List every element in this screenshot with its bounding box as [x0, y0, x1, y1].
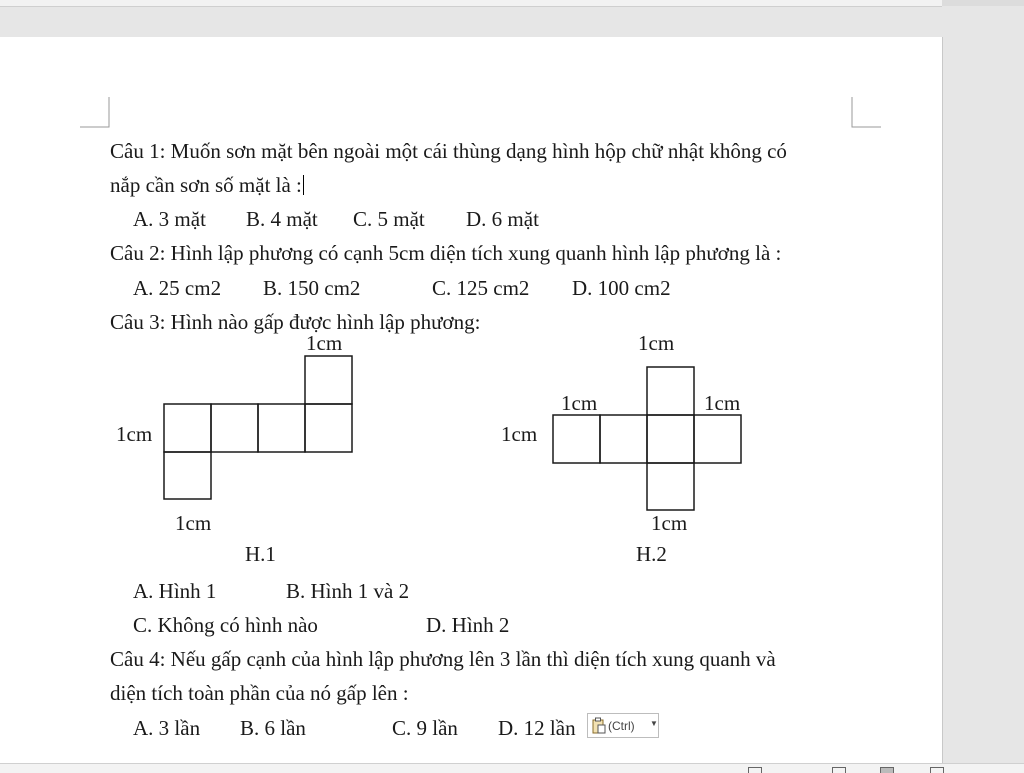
- h2-top-right-label: 1cm: [704, 391, 741, 415]
- h1-caption: H.1: [245, 542, 276, 566]
- h1-left-label: 1cm: [116, 422, 153, 446]
- question-1-line-2: nắp cần sơn số mặt là :: [110, 173, 304, 197]
- h2-top-label: 1cm: [638, 331, 675, 355]
- chevron-down-icon: ▼: [650, 719, 658, 728]
- text-cursor: [302, 175, 304, 195]
- h1-bottom-label: 1cm: [175, 511, 212, 535]
- q1-option-b: B. 4 mặt: [246, 207, 318, 231]
- cube-net-h1: [163, 355, 353, 500]
- clipboard-icon: [592, 717, 606, 734]
- horizontal-ruler[interactable]: [0, 0, 942, 7]
- h2-bottom-square: [646, 462, 695, 511]
- q3-option-a: A. Hình 1: [133, 579, 217, 603]
- h2-top-square: [646, 366, 695, 416]
- h2-square-1: [552, 414, 601, 464]
- q4-option-c: C. 9 lần: [392, 716, 458, 740]
- h2-left-label: 1cm: [501, 422, 538, 446]
- h2-top-left-label: 1cm: [561, 391, 598, 415]
- h1-top-square: [304, 355, 353, 405]
- read-mode-icon[interactable]: [832, 767, 846, 773]
- h1-bottom-square: [163, 451, 212, 500]
- h2-bottom-label: 1cm: [651, 511, 688, 535]
- h1-square-1: [163, 403, 212, 453]
- question-1-line-1: Câu 1: Muốn sơn mặt bên ngoài một cái th…: [110, 139, 787, 163]
- h2-square-4: [693, 414, 742, 464]
- question-4-line-1: Câu 4: Nếu gấp cạnh của hình lập phương …: [110, 647, 776, 671]
- q3-option-c: C. Không có hình nào: [133, 613, 318, 637]
- h2-caption: H.2: [636, 542, 667, 566]
- print-layout-icon[interactable]: [880, 767, 894, 773]
- h1-top-label: 1cm: [306, 331, 343, 355]
- q2-option-b: B. 150 cm2: [263, 276, 361, 300]
- paste-options-button[interactable]: (Ctrl) ▼: [587, 713, 659, 738]
- q1-option-a: A. 3 mặt: [133, 207, 206, 231]
- q4-option-b: B. 6 lần: [240, 716, 306, 740]
- q1-option-c: C. 5 mặt: [353, 207, 425, 231]
- q2-option-c: C. 125 cm2: [432, 276, 530, 300]
- status-bar: [0, 763, 1024, 773]
- margin-corner-top-left: [80, 97, 110, 128]
- h1-square-2: [210, 403, 259, 453]
- web-layout-icon[interactable]: [930, 767, 944, 773]
- document-page[interactable]: [0, 37, 943, 763]
- focus-mode-icon[interactable]: [748, 767, 762, 773]
- margin-corner-top-right: [851, 97, 881, 128]
- question-2-line-1: Câu 2: Hình lập phương có cạnh 5cm diện …: [110, 241, 782, 265]
- question-3-line-1: Câu 3: Hình nào gấp được hình lập phương…: [110, 310, 481, 334]
- q3-option-d: D. Hình 2: [426, 613, 510, 637]
- cube-net-h2: [552, 366, 742, 511]
- q2-option-a: A. 25 cm2: [133, 276, 222, 300]
- q1-option-d: D. 6 mặt: [466, 207, 539, 231]
- h1-square-4: [304, 403, 353, 453]
- paste-options-label: (Ctrl): [608, 719, 635, 733]
- q3-option-b: B. Hình 1 và 2: [286, 579, 410, 603]
- h2-square-3: [646, 414, 695, 464]
- question-4-line-2: diện tích toàn phần của nó gấp lên :: [110, 681, 409, 705]
- h1-square-3: [257, 403, 306, 453]
- question-1-line-2-text: nắp cần sơn số mặt là :: [110, 173, 302, 197]
- q4-option-a: A. 3 lần: [133, 716, 201, 740]
- h2-square-2: [599, 414, 648, 464]
- q2-option-d: D. 100 cm2: [572, 276, 671, 300]
- q4-option-d: D. 12 lần: [498, 716, 576, 740]
- ruler-gutter: [942, 0, 1024, 6]
